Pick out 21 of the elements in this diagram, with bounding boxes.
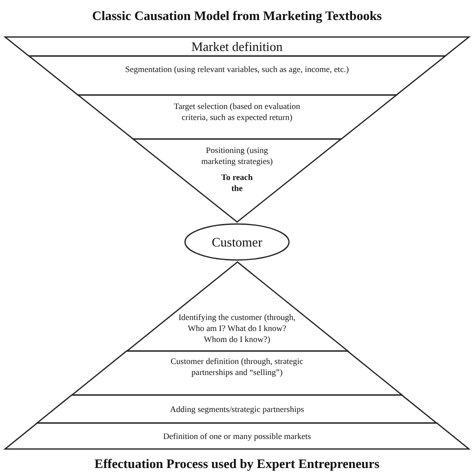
customer-ellipse	[184, 223, 290, 261]
pyramid-band	[72, 351, 402, 395]
diagram-caption: Effectuation Process used by Expert Entrepreneurs	[94, 456, 380, 472]
funnel-band	[5, 37, 469, 56]
band-text: Customer definition (through, strategic partnerships and “selling”)	[170, 356, 304, 378]
band-text: Target selection (based on evaluation criteria, such as expected return)	[172, 101, 302, 123]
pyramid-band	[126, 262, 348, 351]
band-text: Adding segments/strategic partnerships	[168, 404, 306, 415]
diagram-title: Classic Causation Model from Marketing Textbooks	[91, 8, 383, 24]
band-text: Definition of one or many possible markets	[162, 431, 312, 442]
pyramid-band	[5, 423, 469, 449]
band-text: Market definition	[190, 39, 284, 54]
band-text: Identifying the customer (through, Who am I? What do I know? Whom do I know?)	[177, 312, 297, 345]
pyramid-band	[37, 395, 437, 423]
funnel-band	[132, 139, 342, 222]
note-text: To reach the	[220, 172, 254, 194]
band-text: Positioning (using marketing strategies)	[200, 145, 273, 167]
band-text: Customer	[212, 234, 262, 250]
funnel-band	[78, 95, 396, 139]
band-text: Segmentation (using relevant variables, such as age, income, etc.)	[124, 64, 350, 75]
funnel-band	[28, 56, 446, 95]
